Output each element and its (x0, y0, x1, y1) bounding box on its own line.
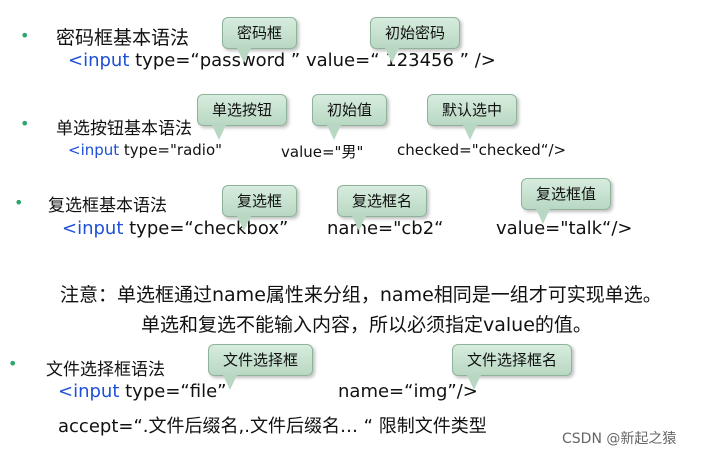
callout-default-checked: 默认选中 (427, 94, 518, 140)
callout-radio-button: 单选按钮 (197, 94, 288, 140)
heading-file: 文件选择框语法 (46, 360, 165, 380)
code-checkbox: <input type=“checkbox” (62, 218, 288, 239)
heading-checkbox: 复选框基本语法 (48, 196, 167, 216)
code-text: type="radio" (119, 141, 223, 159)
callout-checkbox-value: 复选框值 (521, 178, 612, 224)
heading-password: 密码框基本语法 (56, 27, 190, 49)
note-line-2: 单选和复选不能输入内容，所以必须指定value的值。 (141, 314, 592, 336)
callout-checkbox: 复选框 (222, 185, 298, 231)
code-checkbox-name: name="cb2“ (327, 218, 444, 239)
heading-radio: 单选按钮基本语法 (56, 119, 192, 139)
callout-file-chooser-name: 文件选择框名 (452, 344, 573, 390)
bullet-icon: • (8, 354, 18, 373)
input-tag: <input (62, 218, 124, 239)
bullet-icon: • (20, 26, 30, 45)
input-tag: <input (68, 50, 130, 71)
code-checkbox-value: value="talk“/> (496, 218, 633, 239)
code-file: <input type=“file” (58, 381, 226, 402)
code-file-accept: accept=“.文件后缀名,.文件后缀名… “ 限制文件类型 (58, 416, 487, 437)
callout-initial-value: 初始值 (312, 94, 388, 140)
bullet-icon: • (20, 114, 30, 133)
code-text: type=“file” (119, 381, 227, 402)
callout-checkbox-name: 复选框名 (337, 185, 428, 231)
code-password: <input type=“password ” value=“ 123456 ”… (68, 50, 496, 71)
input-tag: <input (58, 381, 120, 402)
note-line-1: 注意：单选框通过name属性来分组，name相同是一组才可实现单选。 (60, 284, 662, 306)
watermark: CSDN @新起之猿 (562, 431, 677, 447)
callout-file-chooser: 文件选择框 (208, 344, 314, 390)
code-radio-value: value="男" (281, 143, 364, 161)
callout-password-box: 密码框 (222, 17, 298, 63)
code-radio-checked: checked="checked“/> (397, 141, 567, 159)
code-text: type=“password ” value=“ 123456 ” /> (129, 50, 496, 71)
code-radio: <input type="radio" (68, 141, 222, 159)
code-text: type=“checkbox” (123, 218, 289, 239)
callout-initial-password: 初始密码 (370, 17, 461, 63)
input-tag: <input (68, 141, 120, 159)
bullet-icon: • (14, 193, 24, 212)
code-file-name: name=“img”/> (338, 381, 478, 402)
